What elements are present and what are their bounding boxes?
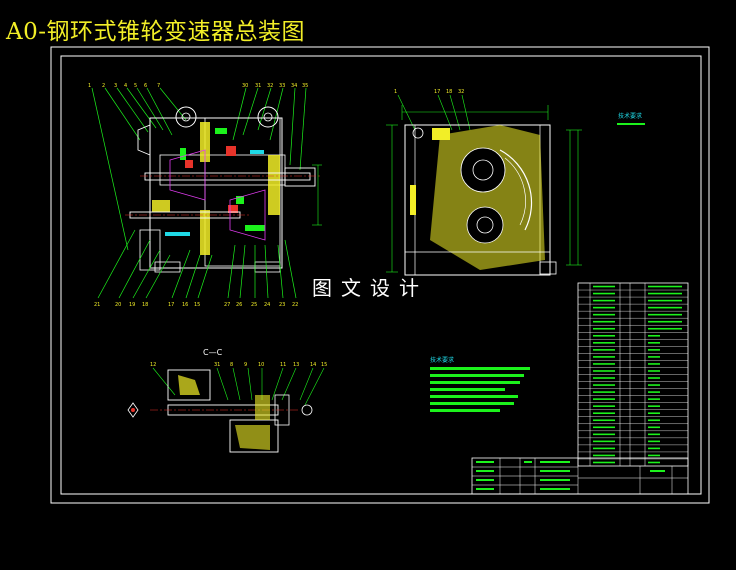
svg-text:22: 22 — [292, 302, 298, 308]
svg-text:31: 31 — [255, 83, 261, 89]
svg-text:19: 19 — [129, 302, 135, 308]
svg-text:26: 26 — [236, 302, 242, 308]
svg-text:20: 20 — [115, 302, 121, 308]
svg-text:2: 2 — [102, 83, 105, 89]
svg-text:10: 10 — [258, 362, 264, 368]
svg-text:15: 15 — [321, 362, 327, 368]
tech-notes-small: 技术要求 — [617, 112, 645, 125]
svg-text:34: 34 — [291, 83, 297, 89]
svg-text:18: 18 — [142, 302, 148, 308]
parts-list — [577, 282, 689, 467]
section-view: C—C 12 31 8 9 10 11 13 14 15 — [127, 348, 327, 453]
svg-text:4: 4 — [124, 83, 127, 89]
drawing-frame — [60, 55, 702, 495]
svg-text:12: 12 — [150, 362, 156, 368]
svg-text:8: 8 — [230, 362, 233, 368]
svg-text:5: 5 — [134, 83, 137, 89]
svg-text:7: 7 — [157, 83, 160, 89]
svg-text:32: 32 — [267, 83, 273, 89]
svg-text:1: 1 — [394, 89, 397, 95]
svg-text:9: 9 — [244, 362, 247, 368]
watermark-text: 图文设计 — [312, 276, 428, 300]
svg-text:31: 31 — [214, 362, 220, 368]
sheet-border — [50, 46, 710, 504]
svg-text:13: 13 — [293, 362, 299, 368]
svg-text:33: 33 — [279, 83, 285, 89]
svg-text:15: 15 — [194, 302, 200, 308]
svg-text:6: 6 — [144, 83, 147, 89]
svg-text:30: 30 — [242, 83, 248, 89]
technical-requirements: 技术要求 — [430, 356, 530, 412]
svg-text:17: 17 — [434, 89, 440, 95]
svg-text:17: 17 — [168, 302, 174, 308]
svg-text:11: 11 — [280, 362, 286, 368]
svg-text:25: 25 — [251, 302, 257, 308]
svg-text:18: 18 — [446, 89, 452, 95]
svg-text:24: 24 — [264, 302, 270, 308]
svg-text:技术要求: 技术要求 — [618, 112, 642, 120]
title-block — [471, 457, 689, 495]
svg-text:3: 3 — [114, 83, 117, 89]
svg-text:27: 27 — [224, 302, 230, 308]
svg-text:技术要求: 技术要求 — [430, 356, 454, 364]
svg-text:35: 35 — [302, 83, 308, 89]
section-label: C—C — [203, 348, 223, 357]
svg-text:16: 16 — [182, 302, 188, 308]
svg-text:21: 21 — [94, 302, 100, 308]
side-view: 1 17 18 32 — [386, 89, 582, 276]
svg-text:23: 23 — [279, 302, 285, 308]
svg-text:32: 32 — [458, 89, 464, 95]
svg-text:14: 14 — [310, 362, 316, 368]
svg-text:1: 1 — [88, 83, 91, 89]
drawing-title: A0-钢环式锥轮变速器总装图 — [6, 19, 306, 45]
